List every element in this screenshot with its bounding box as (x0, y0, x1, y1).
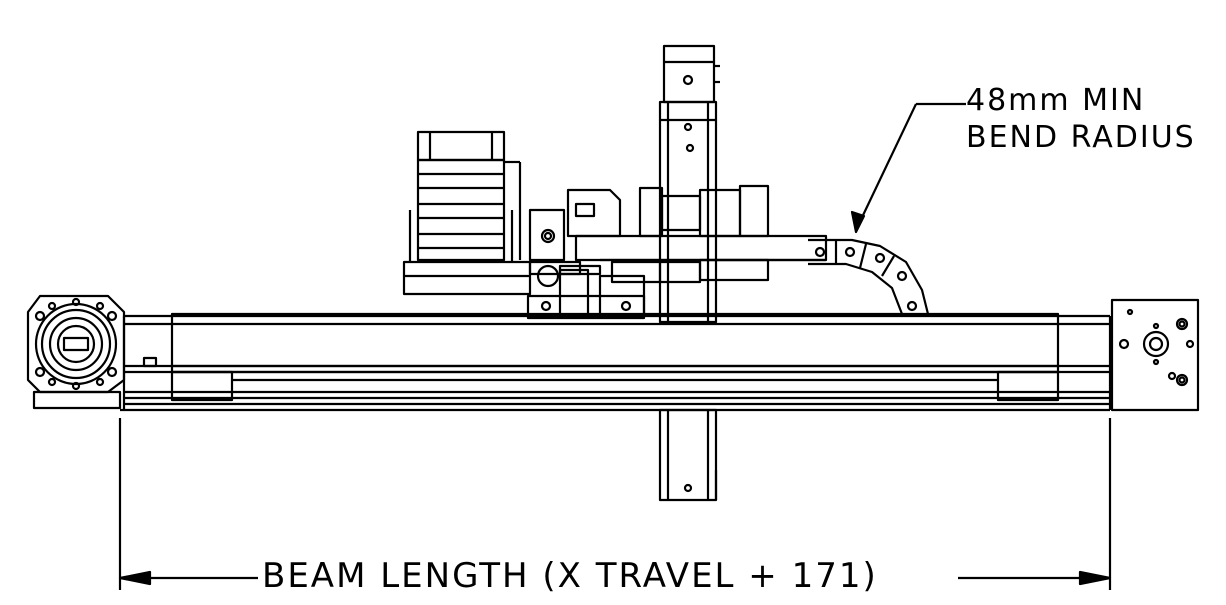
vertical-z-axis (658, 44, 720, 502)
carriage-cover (170, 312, 1060, 402)
main-beam (120, 314, 1112, 412)
y-carriage-assembly (526, 184, 828, 320)
cable-chain (808, 238, 930, 315)
bend-radius-note-line2: BEND RADIUS (966, 120, 1196, 155)
cable-guide-stack (402, 130, 582, 296)
beam-length-dimension (118, 418, 1112, 590)
beam-length-label: BEAM LENGTH (X TRAVEL + 171) (262, 556, 878, 596)
right-end-plate (1110, 298, 1200, 412)
bend-radius-leader (850, 102, 966, 234)
bend-radius-note-line1: 48mm MIN (966, 83, 1146, 118)
left-motor-gearbox (26, 294, 126, 410)
